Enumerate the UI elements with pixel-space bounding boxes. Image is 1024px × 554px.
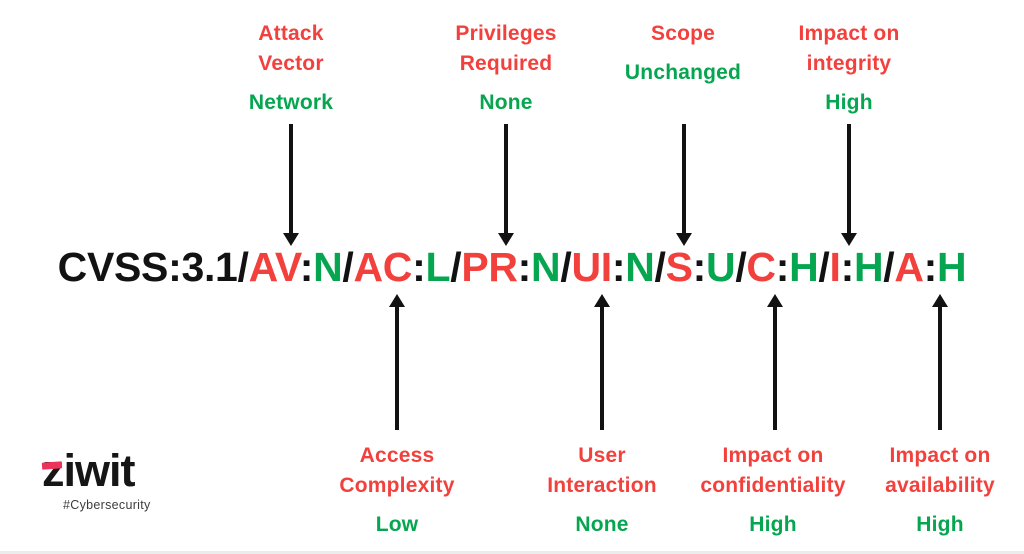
metric-name-line: Impact on — [722, 444, 824, 467]
arrow-head-icon — [283, 233, 299, 246]
vector-segment: / — [342, 244, 354, 290]
vector-segment: : — [517, 244, 532, 290]
metric-value: High — [749, 513, 797, 536]
arrow-down-scope — [676, 124, 692, 246]
metric-name-line: Attack — [258, 22, 324, 45]
brand-wordmark: ziwit — [42, 445, 135, 496]
arrow-head-icon — [676, 233, 692, 246]
vector-segment: UI — [571, 244, 612, 290]
vector-segment: / — [450, 244, 462, 290]
vector-segment: / — [560, 244, 572, 290]
label-impact-availability: Impact on availability High — [820, 441, 1024, 540]
vector-segment: L — [425, 244, 451, 290]
vector-segment: / — [654, 244, 666, 290]
vector-segment: / — [818, 244, 830, 290]
vector-segment: U — [706, 244, 736, 290]
vector-segment: AC — [353, 244, 413, 290]
metric-value: None — [479, 91, 533, 114]
vector-segment: I — [829, 244, 841, 290]
arrow-shaft — [938, 304, 942, 430]
metric-name-line: Complexity — [339, 474, 455, 497]
arrow-shaft — [847, 124, 851, 236]
vector-segment: : — [840, 244, 855, 290]
metric-name-line: Impact on — [889, 444, 991, 467]
metric-name-line: Vector — [258, 52, 324, 75]
arrow-down-privileges-required — [498, 124, 514, 246]
arrow-up-access-complexity — [389, 294, 405, 430]
arrow-head-icon — [767, 294, 783, 307]
metric-name-line: Privileges — [455, 22, 557, 45]
logo-tagline: #Cybersecurity — [63, 498, 151, 512]
vector-segment: / — [883, 244, 895, 290]
arrow-head-icon — [594, 294, 610, 307]
metric-name-line: confidentiality — [700, 474, 846, 497]
metric-name-line: User — [578, 444, 626, 467]
vector-segment: : — [923, 244, 938, 290]
arrow-shaft — [600, 304, 604, 430]
vector-segment: A — [894, 244, 924, 290]
vector-segment: : — [412, 244, 426, 290]
cvss-vector-string: CVSS:3.1/AV:N/AC:L/PR:N/UI:N/S:U/C:H/I:H… — [0, 244, 1024, 290]
vector-segment: CVSS:3.1/ — [57, 244, 249, 290]
arrow-up-impact-confidentiality — [767, 294, 783, 430]
arrow-shaft — [682, 124, 686, 236]
vector-segment: S — [665, 244, 693, 290]
arrow-shaft — [395, 304, 399, 430]
vector-segment: N — [531, 244, 561, 290]
arrow-head-icon — [932, 294, 948, 307]
ziwit-logo: ziwit #Cybersecurity — [41, 445, 151, 512]
metric-name-line: availability — [885, 474, 995, 497]
arrow-shaft — [289, 124, 293, 236]
arrow-down-attack-vector — [283, 124, 299, 246]
metric-value: High — [825, 91, 873, 114]
label-privileges-required: Privileges Required None — [386, 19, 626, 118]
label-user-interaction: User Interaction None — [482, 441, 722, 540]
arrow-head-icon — [498, 233, 514, 246]
arrow-head-icon — [389, 294, 405, 307]
logo-pink-accent — [41, 461, 63, 470]
metric-value: Network — [248, 91, 334, 114]
vector-segment: : — [692, 244, 707, 290]
vector-segment: C — [746, 244, 776, 290]
metric-name-line: integrity — [806, 52, 892, 75]
label-attack-vector: Attack Vector Network — [171, 19, 411, 118]
metric-name-line: Required — [459, 52, 553, 75]
vector-segment: / — [735, 244, 747, 290]
metric-value: Unchanged — [624, 61, 742, 84]
metric-value: Low — [375, 513, 419, 536]
vector-segment: N — [313, 244, 343, 290]
metric-name-line: Access — [359, 444, 435, 467]
metric-name-line: Scope — [650, 22, 716, 45]
vector-segment: : — [299, 244, 314, 290]
vector-segment: : — [775, 244, 790, 290]
arrow-shaft — [773, 304, 777, 430]
bottom-edge-artifact — [0, 551, 1024, 554]
arrow-shaft — [504, 124, 508, 236]
arrow-up-user-interaction — [594, 294, 610, 430]
ziwit-brand-text: ziwit — [41, 445, 151, 496]
vector-segment: H — [789, 244, 819, 290]
label-access-complexity: Access Complexity Low — [277, 441, 517, 540]
vector-segment: AV — [248, 244, 300, 290]
metric-name-line: Interaction — [547, 474, 657, 497]
metric-value: None — [575, 513, 629, 536]
metric-value: High — [916, 513, 964, 536]
vector-segment: : — [611, 244, 626, 290]
arrow-down-impact-integrity — [841, 124, 857, 246]
vector-segment: H — [937, 244, 967, 290]
label-impact-integrity: Impact on integrity High — [729, 19, 969, 118]
vector-segment: N — [625, 244, 655, 290]
vector-segment: PR — [461, 244, 518, 290]
label-impact-confidentiality: Impact on confidentiality High — [653, 441, 893, 540]
arrow-up-impact-availability — [932, 294, 948, 430]
metric-name-line: Impact on — [798, 22, 900, 45]
label-scope: Scope Unchanged — [563, 19, 803, 88]
arrow-head-icon — [841, 233, 857, 246]
vector-segment: H — [853, 244, 884, 290]
